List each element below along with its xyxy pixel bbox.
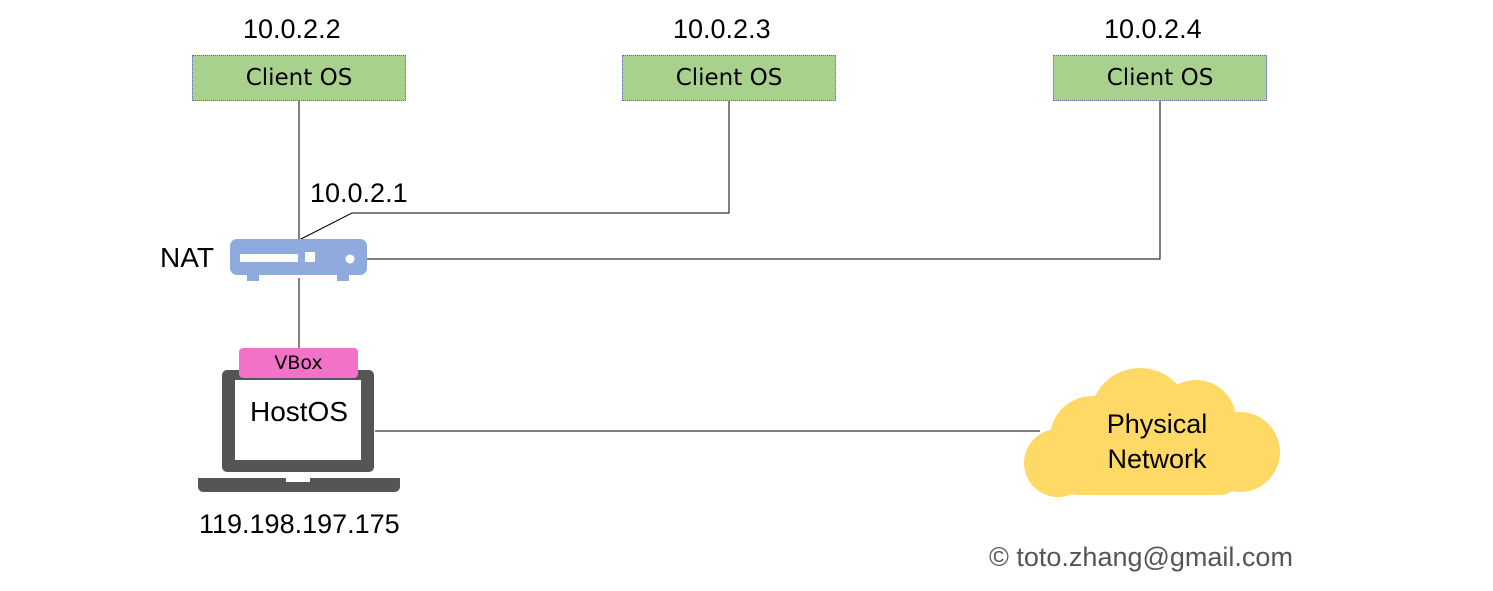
- physical-network-line2: Network: [1107, 444, 1207, 474]
- host-os-label: HostOS: [249, 396, 349, 427]
- client-ip: 10.0.2.3: [673, 14, 771, 44]
- client-os-box: Client OS: [1053, 55, 1267, 101]
- router-icon: [230, 239, 367, 281]
- client-os-label: Client OS: [675, 65, 783, 91]
- client-os-box: Client OS: [622, 55, 836, 101]
- vbox-badge: VBox: [239, 348, 358, 378]
- cloud-icon: [1024, 368, 1280, 497]
- physical-network-line1: Physical: [1106, 409, 1208, 439]
- physical-network-label: Physical Network: [1062, 407, 1252, 477]
- link-client3-nat: [362, 101, 1161, 260]
- client-os-box: Client OS: [192, 55, 406, 101]
- vbox-label: VBox: [274, 352, 323, 374]
- copyright-notice: © toto.zhang@gmail.com: [989, 542, 1293, 572]
- host-ip: 119.198.197.175: [199, 509, 400, 539]
- nat-label: NAT: [160, 242, 214, 273]
- client-os-label: Client OS: [1106, 65, 1214, 91]
- client-ip: 10.0.2.2: [243, 14, 341, 44]
- client-ip: 10.0.2.4: [1104, 14, 1202, 44]
- link-client2-nat: [298, 101, 730, 241]
- client-os-label: Client OS: [245, 65, 353, 91]
- laptop-icon: [198, 370, 400, 492]
- nat-gateway-ip: 10.0.2.1: [310, 178, 408, 208]
